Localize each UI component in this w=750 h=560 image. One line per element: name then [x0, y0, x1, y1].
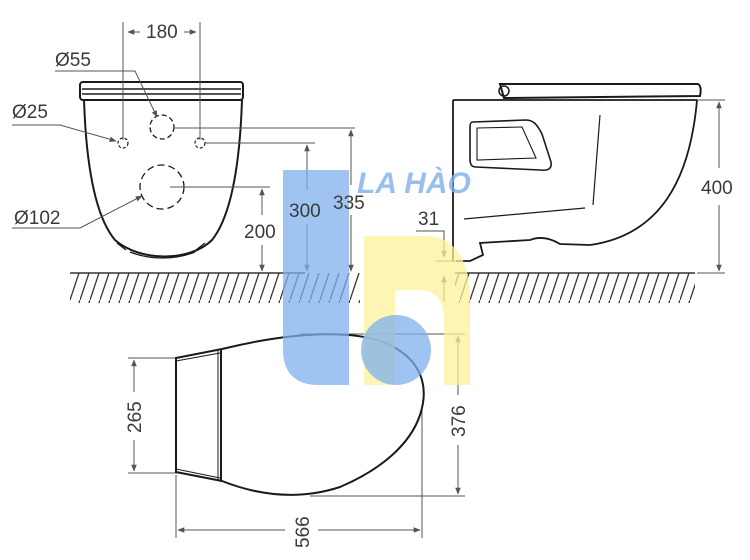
- dim-label-376: 376: [449, 405, 470, 437]
- watermark: LA HÀO: [283, 166, 471, 385]
- dim-label-200: 200: [244, 222, 276, 243]
- dim-label-d25: Ø25: [12, 102, 48, 123]
- dim-label-400: 400: [701, 178, 733, 199]
- side-view: [452, 83, 702, 262]
- dim-label-d55: Ø55: [55, 50, 91, 71]
- dim-label-265: 265: [125, 401, 146, 433]
- front-view: [79, 81, 244, 259]
- dim-label-31: 31: [418, 209, 439, 230]
- dim-label-180: 180: [146, 22, 178, 43]
- dim-label-300: 300: [289, 201, 321, 222]
- dimension-labels: 180 Ø55 Ø25 Ø102 200 300 335 400 31 265 …: [12, 22, 733, 548]
- dim-label-566: 566: [293, 516, 314, 548]
- watermark-text: LA HÀO: [357, 166, 471, 200]
- dim-label-335: 335: [333, 193, 365, 214]
- dim-label-d102: Ø102: [14, 208, 60, 229]
